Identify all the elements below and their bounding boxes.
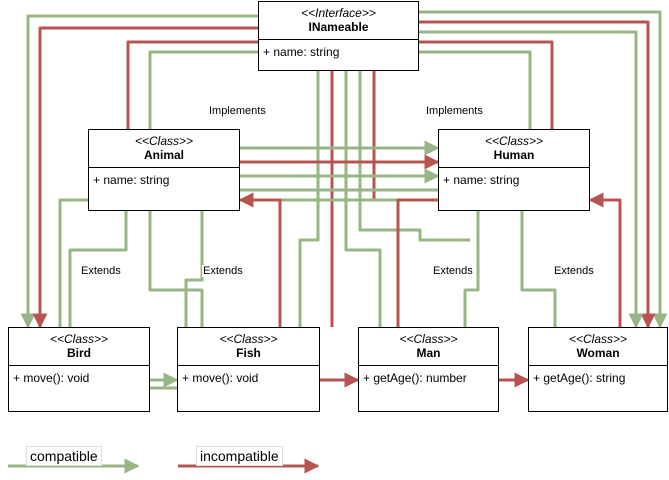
legend-compatible-label: compatible	[26, 446, 102, 466]
wire-woman-human	[520, 211, 557, 327]
bird-name: Bird	[67, 346, 91, 360]
man-name: Man	[416, 346, 441, 360]
human-divider	[439, 167, 589, 168]
woman-name: Woman	[576, 346, 620, 360]
wire-inameable-woman-outer	[419, 10, 668, 329]
woman-stereotype: <<Class>>	[568, 332, 628, 346]
class-animal[interactable]: <<Class>>Animal + name: string	[88, 129, 240, 211]
wire-inameable-woman-red	[419, 20, 656, 329]
human-name: Human	[493, 148, 535, 162]
wire-inameable-bird-red	[32, 26, 258, 329]
class-man[interactable]: <<Class>>Man + getAge(): number	[358, 327, 499, 412]
wire-inameable-woman-mid	[419, 30, 644, 329]
bird-divider	[9, 365, 149, 366]
inameable-stereotype: <<Interface>>	[301, 6, 376, 20]
animal-member: + name: string	[93, 173, 170, 187]
wire-bird-animal-2	[68, 211, 128, 327]
bird-stereotype: <<Class>>	[49, 332, 109, 346]
wire-inameable-bird-outer	[20, 14, 258, 329]
fish-name: Fish	[236, 346, 261, 360]
wire-animal-implements	[126, 40, 258, 129]
human-member: + name: string	[443, 173, 520, 187]
man-member: + getAge(): number	[363, 371, 467, 385]
wire-fish-animal	[148, 211, 204, 327]
fish-divider	[178, 365, 319, 366]
wire-bird-animal	[58, 198, 88, 327]
legend-incompatible-label: incompatible	[196, 446, 283, 466]
wire-fish-animal-2	[184, 211, 204, 327]
inameable-member: + name: string	[263, 45, 340, 59]
man-stereotype: <<Class>>	[399, 332, 458, 346]
fish-stereotype: <<Class>>	[219, 332, 278, 346]
wire-human-implements-g	[419, 50, 532, 129]
class-human[interactable]: <<Class>>Human + name: string	[438, 129, 590, 211]
class-inameable[interactable]: <<Interface>>INameable + name: string	[258, 1, 419, 71]
wire-fish-animal-red	[238, 192, 282, 327]
woman-member: + getAge(): string	[533, 371, 626, 385]
wire-woman-human-red	[588, 192, 622, 327]
animal-stereotype: <<Class>>	[134, 134, 194, 148]
class-bird[interactable]: <<Class>>Bird + move(): void	[8, 327, 150, 412]
inameable-name: INameable	[308, 20, 369, 34]
wire-man-human	[463, 211, 480, 327]
fish-member: + move(): void	[182, 371, 259, 385]
man-divider	[359, 365, 498, 366]
woman-divider	[529, 365, 667, 366]
inameable-divider	[259, 39, 418, 40]
wire-bundle-5	[372, 71, 438, 202]
wire-bundle-1	[298, 71, 320, 327]
extends-label-woman: Extends	[553, 265, 595, 277]
extends-label-fish: Extends	[202, 265, 244, 277]
implements-label-left: Implements	[208, 105, 267, 117]
bird-member: + move(): void	[13, 371, 90, 385]
wire-animal-implements-g	[148, 50, 258, 129]
wire-man-human-red	[396, 198, 438, 327]
extends-label-bird: Extends	[80, 265, 122, 277]
extends-label-man: Extends	[432, 265, 474, 277]
class-fish[interactable]: <<Class>>Fish + move(): void	[177, 327, 320, 412]
implements-label-right: Implements	[425, 105, 484, 117]
animal-divider	[89, 167, 239, 168]
class-woman[interactable]: <<Class>>Woman + getAge(): string	[528, 327, 668, 412]
human-stereotype: <<Class>>	[484, 134, 544, 148]
wire-human-implements	[419, 40, 554, 129]
animal-name: Animal	[143, 148, 184, 162]
